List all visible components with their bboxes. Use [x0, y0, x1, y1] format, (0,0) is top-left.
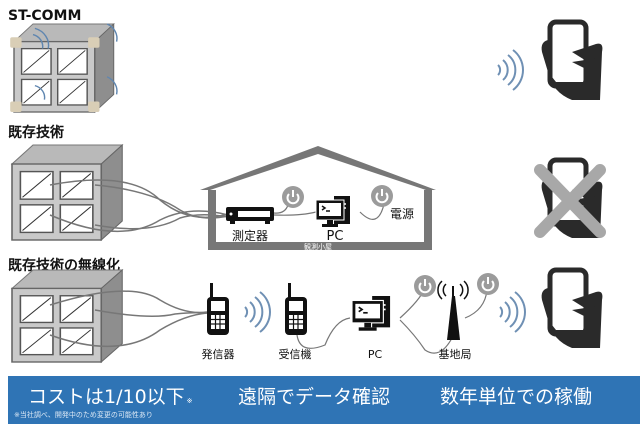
power-label: 電源: [390, 207, 414, 221]
wireless-pc-label: PC: [368, 348, 383, 361]
measuring-device-icon: [226, 207, 274, 224]
benefit-remote: 遠隔でデータ確認: [238, 386, 391, 408]
observation-hut: 観測小屋: [200, 146, 436, 251]
device-label: 測定器: [232, 228, 268, 243]
building-st-comm: [10, 23, 118, 113]
power-icon: [413, 274, 437, 298]
wired-cables: [49, 290, 208, 348]
receiver-icon: [284, 282, 308, 336]
hut-label: 観測小屋: [304, 242, 332, 251]
building-wireless: [11, 269, 124, 363]
cross-icon: [534, 164, 606, 238]
power-icon: [476, 272, 500, 296]
base-station-label: 基地局: [439, 348, 472, 361]
benefit-longevity: 数年単位での稼働: [440, 386, 593, 408]
footnote-mark: ※: [186, 397, 193, 405]
wireless-waves-icon: [497, 49, 524, 91]
building-existing: [11, 144, 124, 241]
benefits-banner: コストは1/10以下※ 遠隔でデータ確認 数年単位での稼働 ※当社調べ、開発中の…: [8, 376, 640, 424]
receiver-label: 受信機: [279, 347, 312, 361]
st-comm-title: ST-COMM: [8, 8, 81, 24]
wireless-waves-icon: [244, 291, 271, 333]
pc-icon: [315, 195, 351, 228]
power-icon: [281, 185, 305, 209]
sensor-node: [10, 37, 22, 48]
benefit-cost: コストは1/10以下※: [28, 382, 193, 409]
existing-tech-title: 既存技術: [8, 124, 64, 141]
hut-pc-label: PC: [327, 229, 344, 244]
footnote: ※当社調べ、開発中のため変更の可能性あり: [14, 411, 153, 419]
sensor-node: [88, 101, 100, 112]
phone-unavailable: [534, 160, 606, 238]
sensor-node: [88, 37, 100, 48]
transmitter-label: 発信器: [202, 347, 235, 361]
transmitter-icon: [206, 282, 230, 336]
wireless-waves-icon: [499, 291, 526, 333]
smartphone-icon: [542, 22, 603, 100]
benefit-cost-text: コストは1/10以下: [28, 386, 185, 408]
smartphone-icon: [542, 270, 603, 348]
wireless-cables: [296, 287, 488, 354]
base-station-icon: [437, 280, 469, 340]
sensor-node: [10, 101, 22, 112]
pc-icon: [351, 295, 391, 332]
power-icon: [370, 184, 394, 208]
